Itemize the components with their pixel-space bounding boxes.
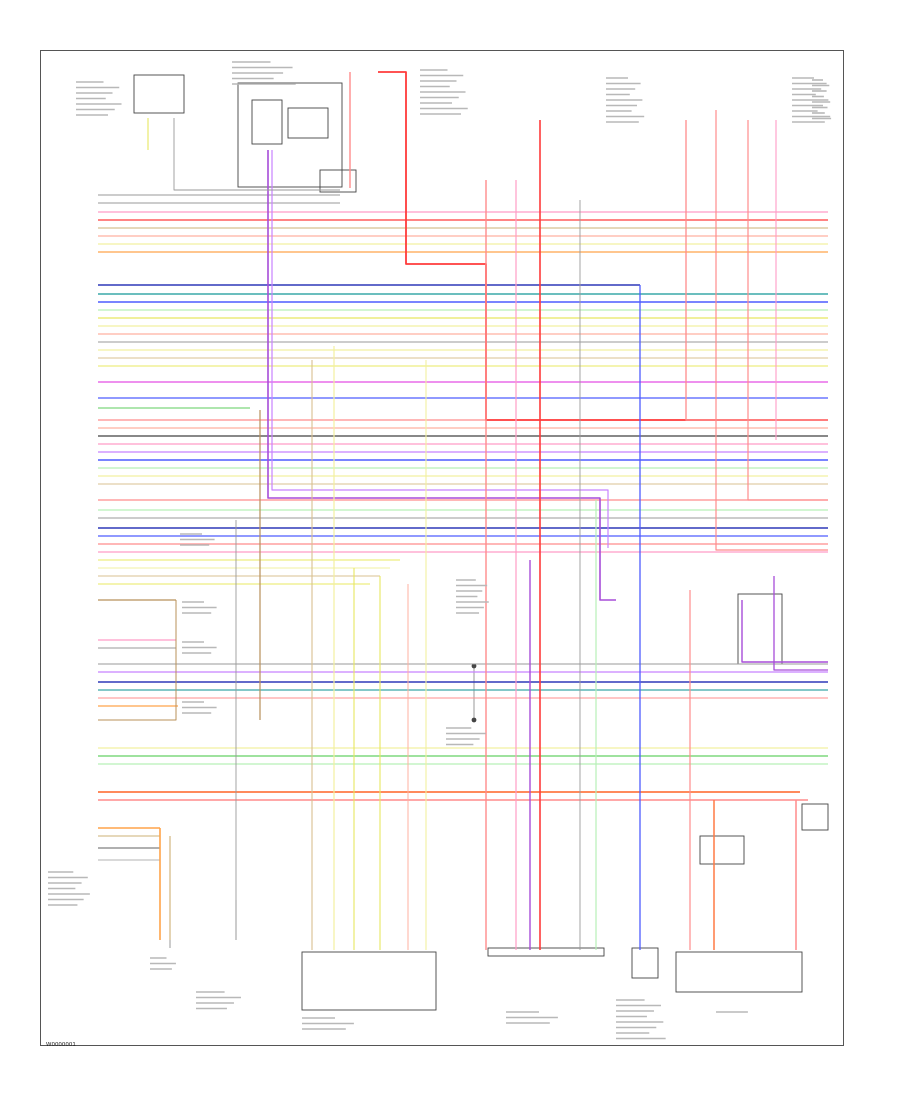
component-switch-inner-2 <box>287 107 329 139</box>
routed-wire <box>378 71 828 421</box>
routed-wire <box>685 120 828 421</box>
component-labels <box>48 61 832 1040</box>
routed-wire <box>271 150 609 548</box>
routed-wire <box>773 576 828 671</box>
routed-wire <box>98 600 177 721</box>
component-box-right <box>801 803 829 831</box>
routed-wire <box>715 110 828 551</box>
routed-wire <box>267 150 616 601</box>
symbols <box>169 663 477 948</box>
component-connector-bottom <box>631 947 659 979</box>
component-box-right-2 <box>699 835 745 865</box>
component-sensor-bottom <box>487 947 605 957</box>
diagram-frame <box>40 50 844 1046</box>
wires <box>98 71 828 950</box>
component-box-mid-right <box>737 593 783 665</box>
routed-wire <box>747 120 828 501</box>
routed-wire <box>741 600 828 663</box>
component-box-top <box>319 169 357 193</box>
component-control-unit-top <box>237 82 343 188</box>
routed-wire <box>173 118 340 191</box>
component-relay-top-left <box>133 74 185 114</box>
page-id: W0000001 <box>46 1042 76 1048</box>
component-switch-inner <box>251 99 283 145</box>
component-control-unit-bottom <box>301 951 437 1011</box>
components <box>133 74 829 1011</box>
component-brake-light-switch <box>675 951 803 993</box>
